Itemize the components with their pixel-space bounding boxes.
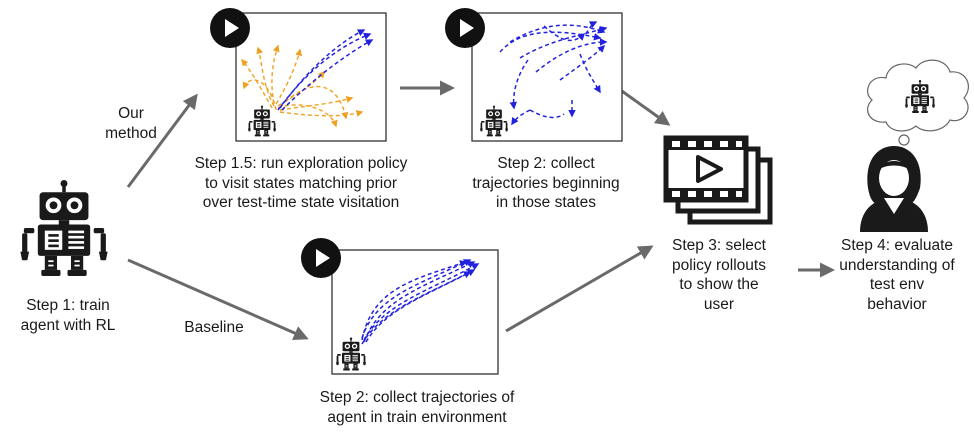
play-icon[interactable] [301,238,341,278]
baseline-panel [331,249,499,375]
step2-top-caption: Step 2: collect trajectories beginning i… [472,155,620,211]
robot-icon [20,180,108,276]
exploration-panel [235,12,387,142]
baseline-label: Baseline [184,319,244,336]
step2-bottom-caption: Step 2: collect trajectories of agent in… [319,389,515,426]
step1-caption: Step 1: train agent with RL [20,297,116,334]
trajectory-paths [499,21,608,126]
exploration-blue-paths [277,29,374,111]
thought-bubble-icon [867,59,969,155]
step3-caption: Step 3: select policy rollouts to show t… [672,237,766,313]
arrow-robot-to-baseline [127,258,309,341]
person-icon [860,146,928,232]
trajectory-panel [471,12,623,142]
arrow-baseline-to-video [505,245,654,333]
play-icon[interactable] [210,8,250,48]
play-icon[interactable] [445,8,485,48]
step1-5-caption: Step 1.5: run exploration policy to visi… [194,155,408,211]
film-stack-icon [663,135,773,225]
our-method-label: Our method [105,105,157,142]
step4-caption: Step 4: evaluate understanding of test e… [839,237,955,313]
baseline-paths [361,259,480,345]
arrow-robot-to-step1-5 [126,93,198,188]
